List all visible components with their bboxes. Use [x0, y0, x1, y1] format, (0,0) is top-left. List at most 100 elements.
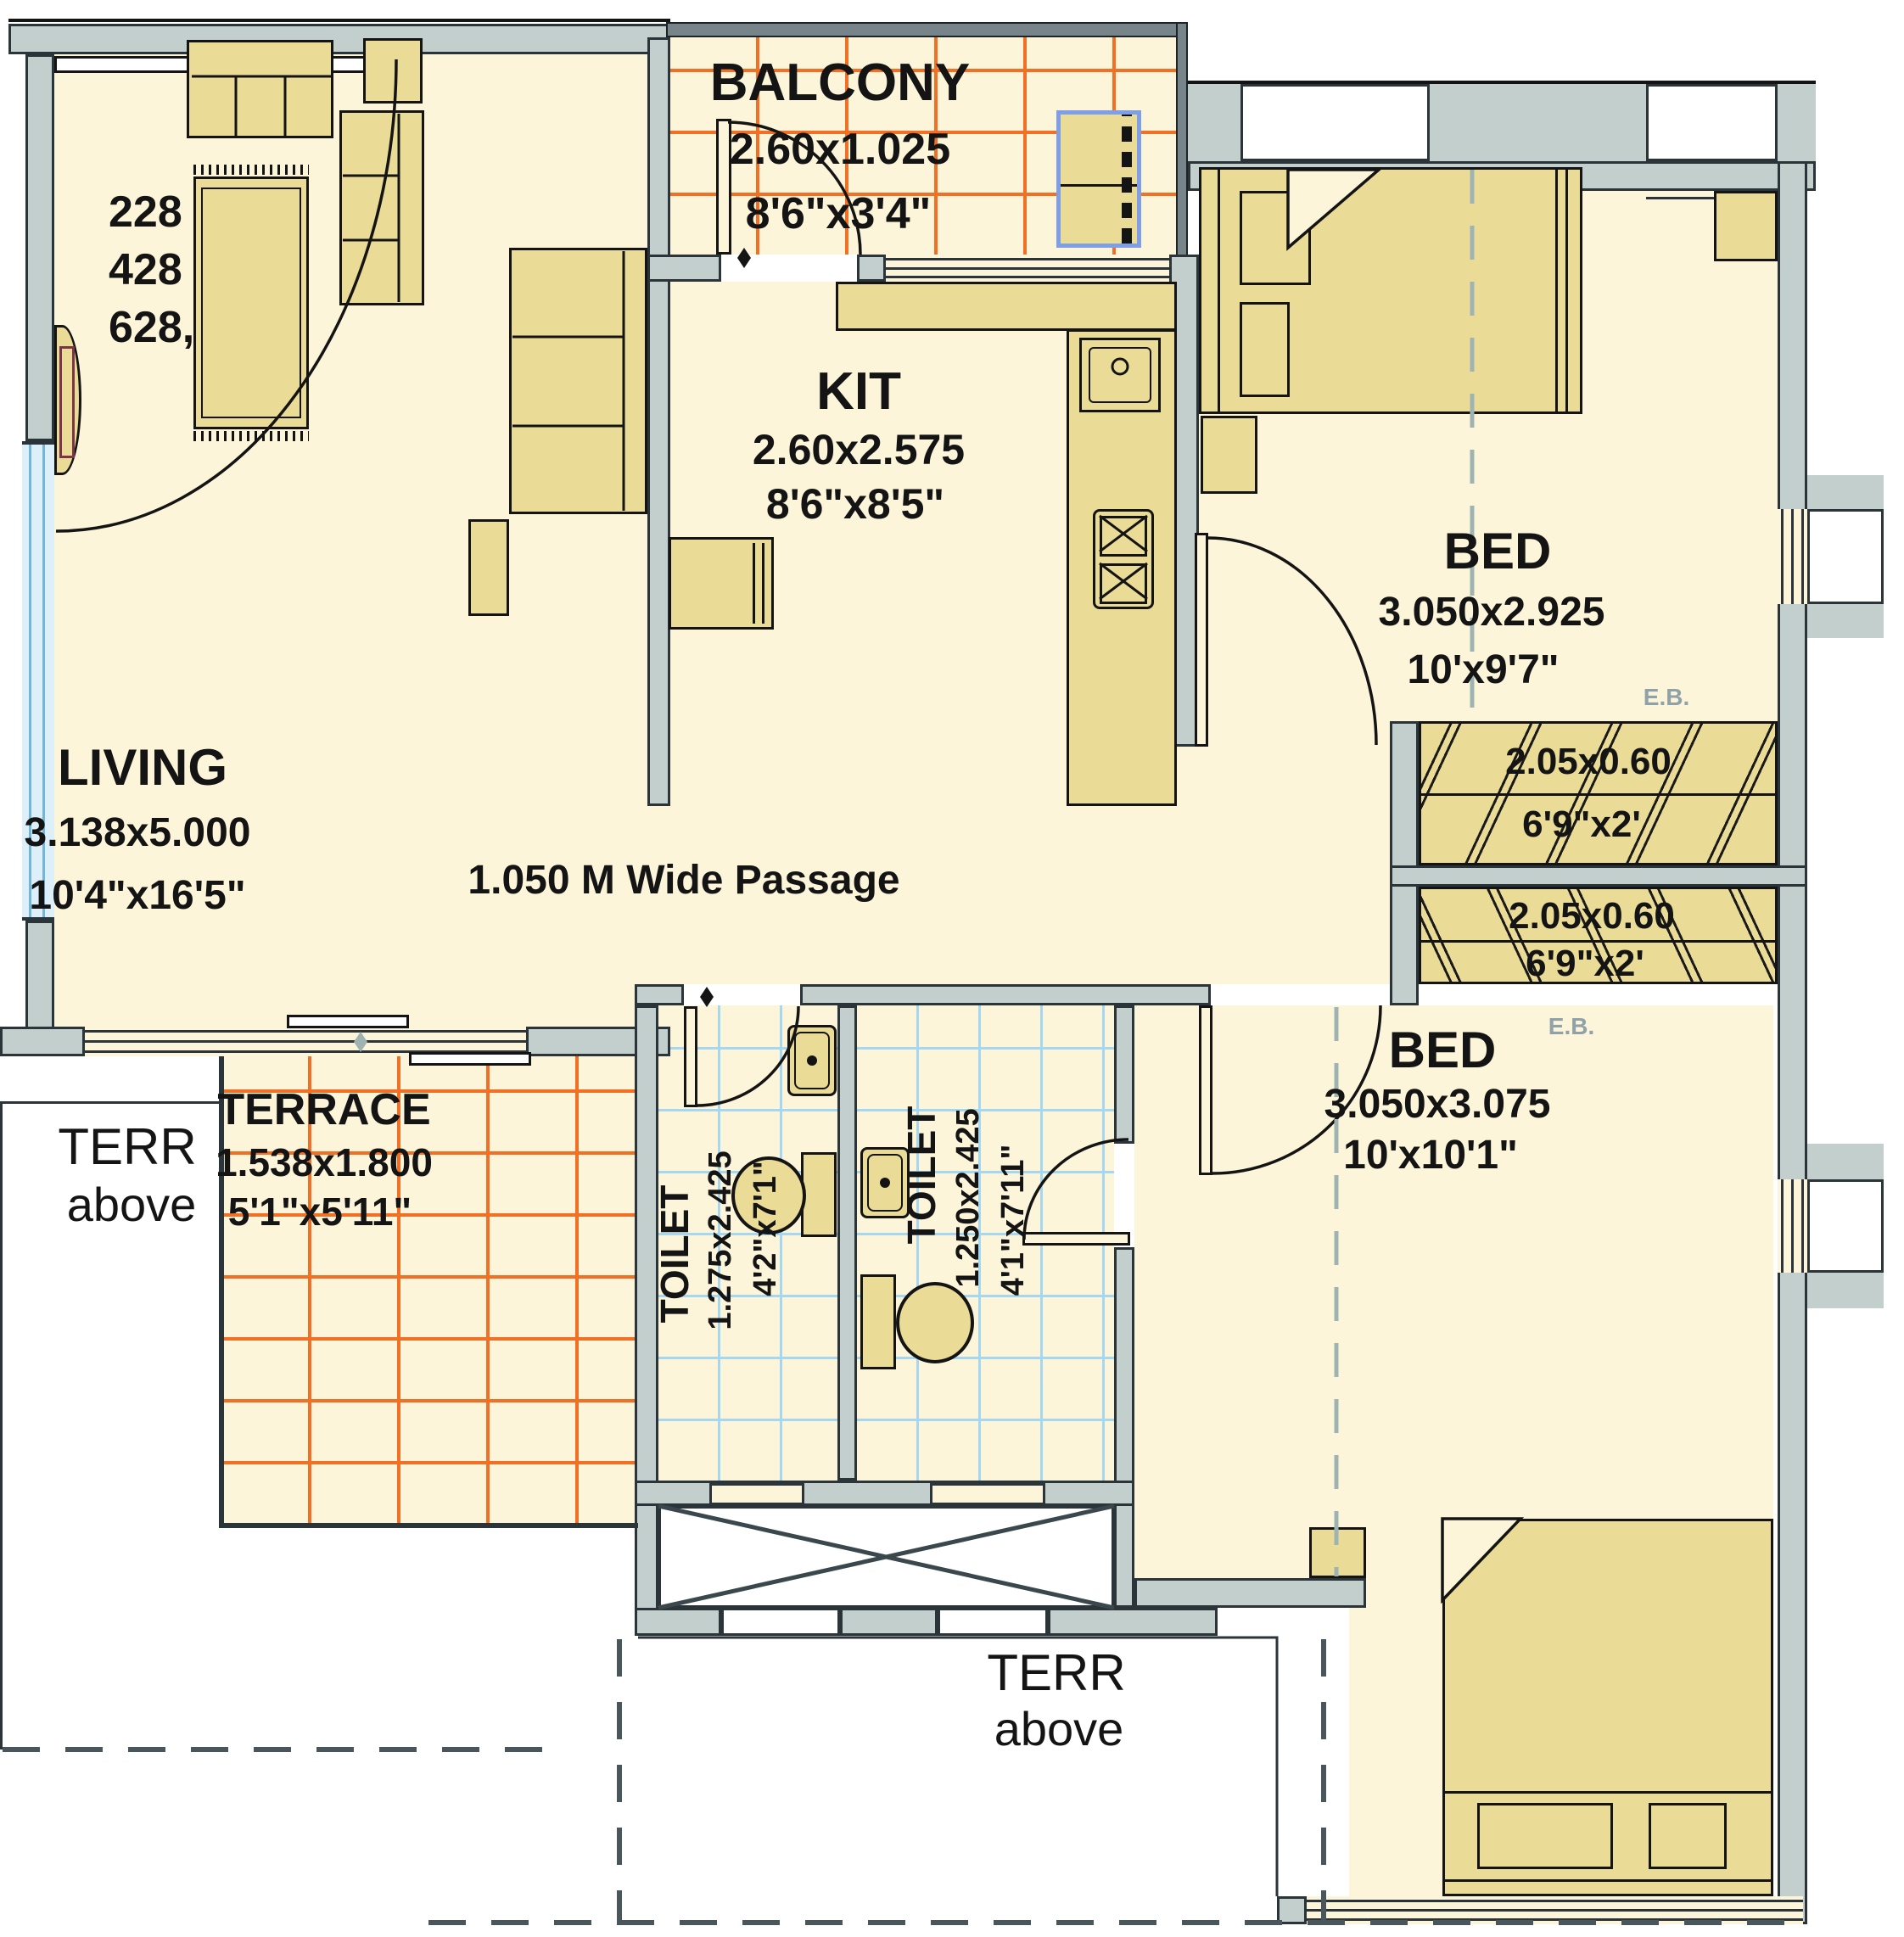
kitchen-east-sliver: [1177, 747, 1199, 984]
bed2-bed: [1442, 1519, 1773, 1896]
bed1-dim-imperial: 10'x9'7": [1407, 647, 1560, 692]
balcony-right-parapet: [1176, 22, 1188, 256]
burner-1: [1100, 516, 1147, 557]
terrace-bottom-border: [219, 1523, 638, 1528]
terr-left-edge-line: [0, 1101, 3, 1749]
toilet2-sill: [930, 1483, 1045, 1505]
bed1-top-window-recess-a: [1240, 84, 1430, 161]
wardrobe-top: [1419, 721, 1778, 865]
bed1-door-leaf: [1195, 533, 1208, 747]
balcony-bottom-wall-left: [647, 255, 721, 282]
living-rug: [193, 176, 309, 429]
living-label: LIVING: [57, 739, 228, 796]
duct-shaft: [658, 1506, 1114, 1608]
shaft-bottom-wall-c: [1048, 1608, 1218, 1636]
sink-basin: [1089, 347, 1151, 403]
right-bay1-stub-top: [1807, 475, 1884, 509]
toilet2-label: TOILET: [899, 1106, 944, 1245]
terrace-slider-panel-a: [287, 1015, 409, 1028]
toilet2-cistern: [860, 1274, 896, 1369]
right-bay2-recess: [1807, 1179, 1884, 1273]
living-left-wall-upper: [25, 54, 54, 441]
toilet1-basin-inner: [794, 1032, 830, 1089]
toilet2-right-wall-upper: [1114, 1005, 1134, 1144]
kitchen-label: KIT: [816, 362, 901, 421]
terr-above-bottom-line2: above: [994, 1702, 1124, 1755]
toilet-top-wall-right: [800, 984, 1211, 1005]
terrace-slider-panel-b: [409, 1052, 531, 1066]
toilet2-door-leaf: [1022, 1232, 1130, 1246]
shaft-bottom-opening-b: [938, 1608, 1048, 1636]
bed2-pillow-b: [1649, 1803, 1727, 1869]
passage-label: 1.050 M Wide Passage: [468, 858, 900, 903]
balcony-top-parapet: [666, 22, 1188, 37]
right-bay1-recess: [1807, 509, 1884, 604]
bed1-top-window-recess-b: [1646, 84, 1778, 161]
rug-inner-border: [201, 188, 301, 418]
kitchen-stove: [1093, 509, 1154, 609]
living-left-window: [22, 441, 54, 921]
bed1-dresser: [1201, 416, 1257, 494]
eb-label-2: E.B.: [1548, 1013, 1595, 1039]
balcony-dim-imperial: 8'6"x3'4": [745, 189, 932, 238]
sofa-top: [187, 40, 333, 138]
balcony-label: BALCONY: [709, 53, 971, 112]
right-bay2-stub-top: [1807, 1144, 1884, 1179]
bed1-bed: [1199, 167, 1582, 414]
wardrobe-top-divider: [1421, 793, 1775, 796]
terr-above-left-line1: TERR: [58, 1118, 197, 1175]
lower-step-outline: [638, 1636, 1279, 1896]
column-box: [1309, 1527, 1366, 1578]
living-top-wall: [8, 24, 670, 54]
living-top-outer-line: [8, 19, 670, 22]
terr-left-top-line: [0, 1101, 222, 1104]
washing-machine-space: [1056, 110, 1141, 248]
bed2-bottom-window: [1307, 1896, 1803, 1924]
bed1-dim-metric: 3.050x2.925: [1378, 590, 1605, 635]
bed1-pillow-b: [1240, 302, 1290, 397]
burner-2: [1100, 563, 1147, 604]
bed1-top-outer-line: [1188, 81, 1816, 84]
shaft-bottom-opening-a: [721, 1608, 840, 1636]
right-wall: [1778, 161, 1807, 1924]
toilet2-basin-inner: [867, 1154, 903, 1212]
living-bottom-wall-left: [0, 1027, 85, 1056]
bed2-lowerleft-wall: [1134, 1578, 1366, 1608]
toilet2-dim-imperial: 4'1"x7'11": [995, 1144, 1031, 1296]
rug-tassels-bottom: [193, 431, 309, 441]
shaft-bottom-wall-a: [635, 1608, 721, 1636]
toilet2-tiles: [857, 1005, 1114, 1481]
bed2-dim-metric: 3.050x3.075: [1324, 1082, 1551, 1127]
sofa-near-kitchen-wall: [509, 248, 647, 514]
passage-west-floor: [647, 806, 670, 984]
terrace-dim-imperial: 5'1"x5'11": [227, 1190, 412, 1234]
kitchen-table-edge: [753, 543, 764, 624]
wardrobe-top-dim-imperial: 6'9"x2': [1522, 803, 1641, 845]
bed2-label: BED: [1388, 1022, 1497, 1078]
wardrobe-bottom: [1419, 887, 1778, 984]
balcony-bottom-wall-mid: [857, 255, 886, 282]
unit-number-3: 628,: [109, 303, 195, 352]
kitchen-counter-top: [836, 282, 1177, 331]
toilet-top-wall-left: [635, 984, 684, 1005]
toilet1-cistern: [801, 1152, 837, 1237]
tv-screen: [59, 346, 75, 458]
toilet1-sill: [709, 1483, 804, 1505]
bed2-dim-imperial: 10'x10'1": [1343, 1133, 1518, 1178]
living-side-piece: [468, 519, 509, 616]
wardrobe-bottom-divider: [1421, 940, 1775, 943]
bed1-headboard-line: [1218, 170, 1220, 411]
terrace-dim-metric: 1.538x1.800: [216, 1140, 433, 1184]
wardrobe-bottom-hatch: [1421, 889, 1775, 982]
bed2-door-leaf: [1199, 1005, 1212, 1175]
toilet2-dim-metric: 1.250x2.425: [950, 1108, 986, 1288]
living-kitchen-wall: [647, 37, 670, 806]
terrace-label: TERRACE: [217, 1085, 431, 1134]
bed1-sill-line-b: [1646, 197, 1778, 199]
living-dim-imperial: 10'4"x16'5": [29, 873, 246, 918]
bed2-inner-line: [1445, 1791, 1771, 1794]
right-bay1-stub-bottom: [1807, 604, 1884, 638]
washing-machine-track: [1122, 115, 1132, 244]
wardrobe-wall-stub: [1390, 721, 1419, 1005]
